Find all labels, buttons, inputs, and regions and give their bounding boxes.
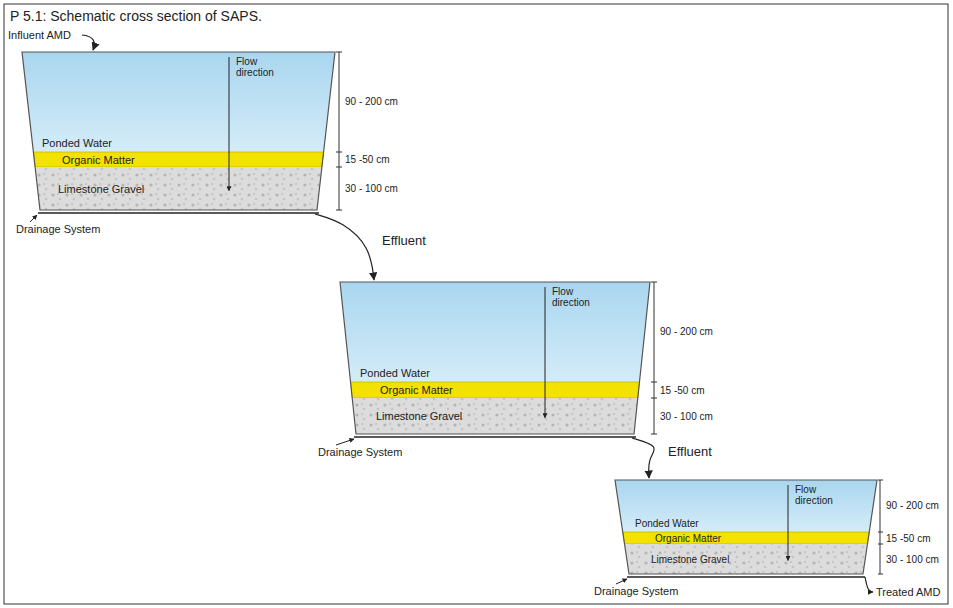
inlet-label: Influent AMD xyxy=(8,29,71,42)
gravel-label: Limestone Gravel xyxy=(651,554,729,565)
influent-arrow xyxy=(82,35,94,50)
water-label: Ponded Water xyxy=(635,518,699,529)
flow-arrow xyxy=(229,57,230,191)
edge-label: Effluent xyxy=(382,233,426,248)
organic-label: Organic Matter xyxy=(62,154,135,166)
water-label: Ponded Water xyxy=(42,137,112,149)
water-layer xyxy=(22,52,335,152)
basin-outline xyxy=(340,282,650,434)
gravel-layer xyxy=(352,398,638,434)
dimension-label: 90 - 200 cm xyxy=(345,96,398,108)
water-label: Ponded Water xyxy=(360,367,430,379)
dimension-label: 30 - 100 cm xyxy=(345,183,398,195)
organic-layer xyxy=(351,382,640,398)
dimension-label: 30 - 100 cm xyxy=(886,554,939,566)
dimension-label: 90 - 200 cm xyxy=(660,326,713,338)
water-layer xyxy=(340,282,650,382)
gravel-layer xyxy=(625,544,868,574)
saps-basin: Flow directionPonded WaterOrganic Matter… xyxy=(615,480,877,574)
flow-label: Flow direction xyxy=(795,484,851,506)
basin-outline xyxy=(22,52,335,210)
dimension-label: 15 -50 cm xyxy=(886,533,930,545)
gravel-layer xyxy=(35,167,322,210)
effluent-arrow xyxy=(632,438,654,478)
flow-arrow xyxy=(788,485,789,561)
outlet-arrow xyxy=(865,577,873,592)
figure-title: P 5.1: Schematic cross section of SAPS. xyxy=(10,8,262,25)
frame xyxy=(4,4,948,604)
organic-layer xyxy=(623,532,870,544)
saps-basin: Flow directionPonded WaterOrganic Matter… xyxy=(22,52,335,210)
dimension-label: 15 -50 cm xyxy=(660,385,704,397)
flow-label: Flow direction xyxy=(552,286,608,308)
edge-label: Effluent xyxy=(668,444,712,459)
organic-label: Organic Matter xyxy=(380,384,453,396)
drainage-label: Drainage System xyxy=(594,585,678,598)
saps-basin: Flow directionPonded WaterOrganic Matter… xyxy=(340,282,650,434)
water-layer xyxy=(615,480,877,532)
dimension-brackets xyxy=(336,52,883,574)
effluent-arrow xyxy=(315,214,374,280)
organic-layer xyxy=(33,152,323,167)
organic-label: Organic Matter xyxy=(655,533,721,544)
basin-outline xyxy=(615,480,877,574)
dimension-label: 90 - 200 cm xyxy=(886,500,939,512)
drainage-label: Drainage System xyxy=(16,223,100,236)
dimension-label: 30 - 100 cm xyxy=(660,411,713,423)
flow-arrow xyxy=(545,287,546,418)
drainage-label: Drainage System xyxy=(318,446,402,459)
gravel-label: Limestone Gravel xyxy=(376,410,462,422)
gravel-label: Limestone Gravel xyxy=(58,183,144,195)
outlet-label: Treated AMD xyxy=(876,586,940,599)
dimension-label: 15 -50 cm xyxy=(345,154,389,166)
flow-label: Flow direction xyxy=(236,56,292,78)
